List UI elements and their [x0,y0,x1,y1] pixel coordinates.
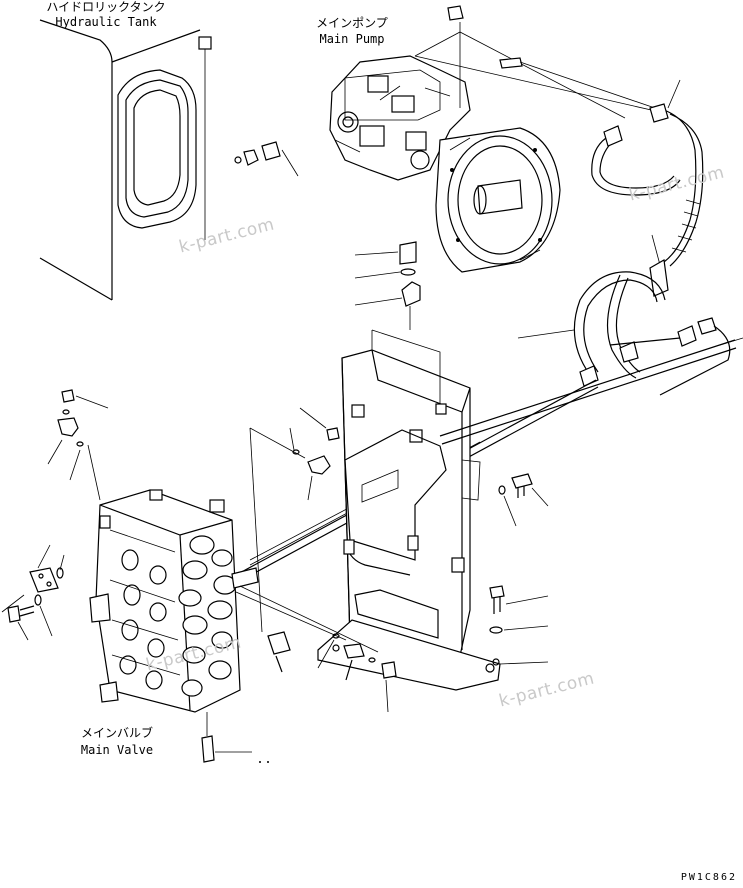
clamp [354,241,421,330]
main-pump [329,5,681,273]
main-valve-label-en: Main Valve [80,743,154,757]
bracket [317,329,737,691]
main-valve-label-jp: メインバルブ [80,726,153,740]
bracket-bolts [489,473,549,666]
drawing-code: PW1C862 [680,872,737,883]
hydraulic-tank [39,19,299,301]
main-valve [89,489,269,763]
hydraulic-tank-label-en: Hydraulic Tank [55,15,157,29]
main-pump-label-en: Main Pump [319,32,385,46]
main-pump-label-jp: メインポンプ [316,16,388,30]
valve-fittings-left [1,389,109,641]
hydraulic-tank-label-jp: ハイドロリックタンク [46,0,166,14]
valve-fittings-right [235,407,397,713]
